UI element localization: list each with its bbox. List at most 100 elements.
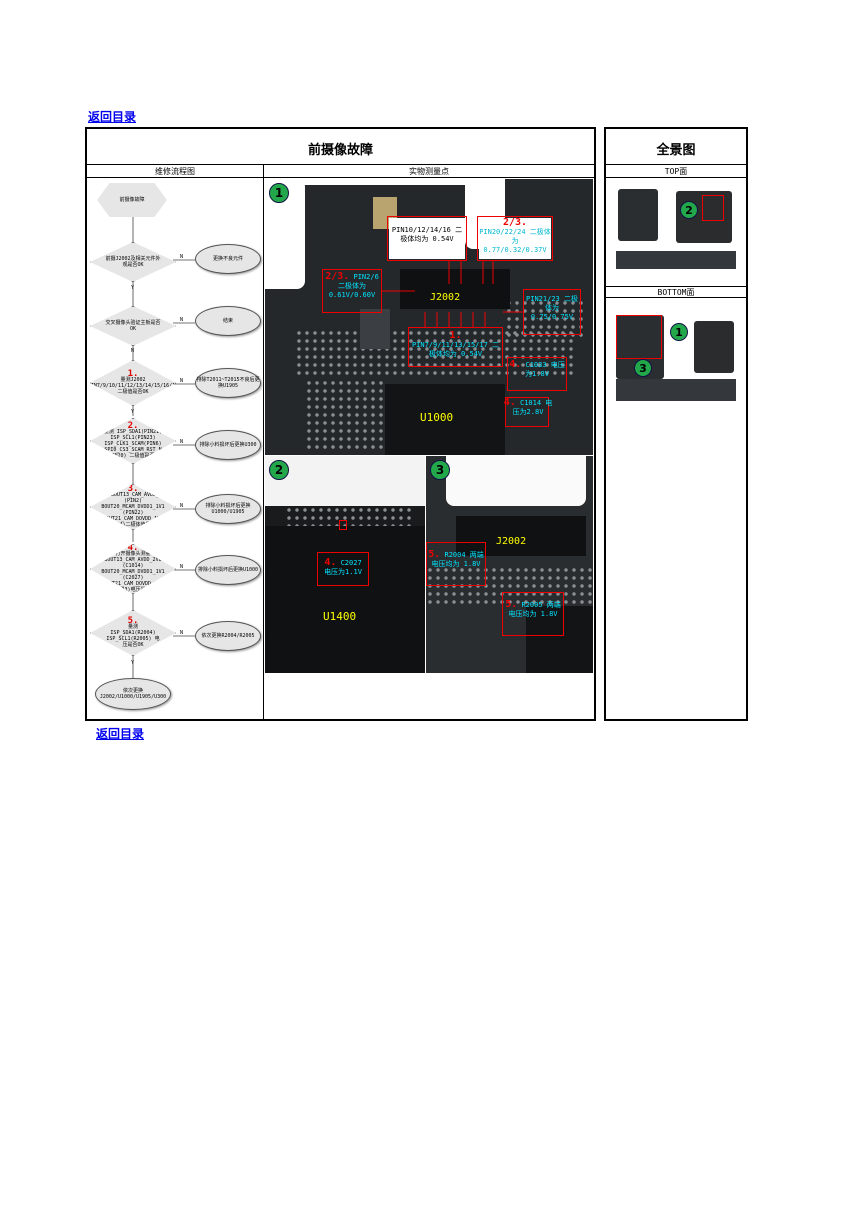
flow-no-label: N [180, 378, 184, 384]
callout-c1014-text: C1014 电压为2.8V [512, 399, 553, 416]
highlight-box [616, 315, 662, 359]
step-number: 4. [503, 397, 516, 408]
step-number: 4. [324, 557, 337, 568]
flow-action-2: 结束 [195, 306, 261, 336]
col-header-flow: 维修流程图 [155, 167, 195, 176]
step-number: 4. [509, 359, 522, 370]
flow-no-label: N [180, 254, 184, 260]
flow-yes-label: Y [131, 660, 135, 666]
divider [263, 164, 264, 719]
marker-2: 2 [269, 460, 289, 480]
flow-question-7-text: 量测 ISP_SDA1(R2004) ISP_SCL1(R2005) 电压是否O… [106, 624, 160, 648]
callout-c1033-text: C1033 电压为1.8V [525, 361, 565, 378]
flow-question-5-text: 量测 BOUT13_CAM_AVDD_2V8 (PIN2) BOUT20_MCA… [97, 492, 169, 528]
marker-1: 1 [269, 183, 289, 203]
main-panel: 前摄像故障 维修流程图 实物测量点 [85, 127, 596, 721]
page-title: 前摄像故障 [307, 143, 373, 158]
u1000-label: U1000 [420, 411, 454, 424]
callout-c2027-text: C2027 电压为1.1V [324, 559, 362, 576]
j2002-label: J2002 [430, 292, 461, 303]
callout-pin7-17: 1. PIN7/9/11/13/15/17 二极体均为 0.54V [410, 331, 501, 359]
callout-pin20-24: 2/3. PIN20/22/24 二极体为 0.77/0.32/0.37V [479, 218, 551, 259]
board-photo-3: 3 J2002 5. R2004 两端电压均为 1.8V 5. R2005 两端… [426, 456, 593, 673]
callout-box [408, 327, 503, 367]
marker-2: 2 [680, 201, 698, 219]
flow-action-6: 排除小料损坏后更换U1000 [195, 555, 261, 585]
callout-box [317, 552, 369, 586]
panorama-panel: 全景图 TOP面 2 BOTTOM面 1 3 [604, 127, 748, 721]
flow-no-label: N [180, 439, 184, 445]
flow-yes-label: Y [131, 409, 135, 415]
bottom-side-image: 1 3 [616, 315, 738, 407]
callout-r2005: 5. R2005 两端电压均为 1.8V [504, 600, 562, 619]
step-number: 2. [127, 421, 139, 431]
flow-action-4: 排除小料损坏后更换U300 [195, 430, 261, 460]
back-to-contents-link-bottom[interactable]: 返回目录 [96, 727, 145, 741]
callout-c1033: 4. C1033 电压为1.8V [509, 360, 565, 379]
flow-question-3-text: 量测J2002 PIN7/9/10/11/12/13/14/15/16/17二极… [87, 377, 179, 395]
flow-no-label: N [180, 564, 184, 570]
step-number: 1. [449, 330, 462, 341]
callout-box [507, 357, 567, 391]
flow-question-6-text: 打开摄像头测量 BOUT13_CAM_AVDD_2V8 (C1014) BOUT… [101, 551, 165, 593]
board-photo-2: 2 U1400 4. C2027 电压为1.1V [265, 456, 425, 673]
marker-1: 1 [670, 323, 688, 341]
flow-arrows [132, 216, 195, 678]
flow-start: 前摄像故障 [97, 183, 167, 217]
callout-r2004-text: R2004 两端电压均为 1.8V [431, 551, 484, 568]
callout-box [477, 216, 553, 261]
back-to-contents-link-top[interactable]: 返回目录 [88, 110, 137, 124]
divider [606, 297, 746, 298]
top-side-label: TOP面 [664, 167, 688, 176]
callout-pin7-17-text: PIN7/9/11/13/15/17 二极体均为 0.54V [411, 341, 500, 358]
callout-box [387, 216, 467, 261]
flowchart: 前摄像故障 前摄J2002及相关元件外观是否OK N Y 更换不良元件 交叉摄像… [87, 178, 263, 719]
callout-box [523, 289, 581, 335]
step-number: 5. [505, 599, 518, 610]
callout-pin2-6-text: PIN2/6 二极体为 0.61V/0.60V [328, 273, 379, 299]
board-photo-1: 1 J2002 U1000 PIN10/12/14/16 二极体均为 0.54V… [265, 179, 593, 455]
callout-pin20-24-text: PIN20/22/24 二极体为 0.77/0.32/0.37V [479, 228, 551, 254]
step-number: 1. [127, 369, 139, 379]
step-number: 5. [127, 616, 139, 626]
flow-no-label: N [180, 317, 184, 323]
divider [606, 164, 746, 165]
divider [87, 164, 594, 165]
callout-leader-lines [382, 261, 523, 327]
callout-box [426, 542, 486, 586]
flow-action-7: 依次更换R2004/R2005 [195, 621, 261, 651]
bottom-side-label: BOTTOM面 [657, 288, 695, 297]
callout-r2005-text: R2005 两端电压均为 1.8V [508, 601, 561, 618]
flow-action-1: 更换不良元件 [195, 244, 261, 274]
highlight-box [702, 195, 724, 221]
col-header-points: 实物测量点 [409, 167, 449, 176]
marker-3: 3 [634, 359, 652, 377]
j2002-label: J2002 [496, 536, 527, 547]
callout-pin2-6: 2/3. PIN2/6 二极体为 0.61V/0.60V [324, 272, 380, 300]
panorama-title: 全景图 [656, 143, 696, 158]
flow-action-3: 排除T2011~T2015不良后更换U1905 [195, 368, 261, 398]
callout-box [322, 269, 382, 313]
divider [87, 177, 594, 178]
callout-r2004: 5. R2004 两端电压均为 1.8V [428, 550, 484, 569]
flow-end: 依次更换 J2002/U1000/U1905/U300 [95, 678, 171, 710]
callout-box [339, 520, 347, 530]
flow-action-5: 排除小料损坏后更换U1000/U1905 [195, 494, 261, 524]
step-number: 4. [127, 543, 139, 553]
flow-yes-label: Y [131, 285, 135, 291]
flow-no-label: N [180, 630, 184, 636]
step-number: 2/3. [325, 271, 350, 282]
flow-no-label: N [180, 503, 184, 509]
marker-3: 3 [430, 460, 450, 480]
top-side-image: 2 [616, 187, 738, 272]
flow-question-4-text: 量测 ISP_SDA1(PIN21) ISP_SCL1(PIN23) ISP_C… [103, 429, 163, 459]
step-number: 2/3. [502, 217, 528, 228]
step-number: 3. [127, 484, 139, 494]
callout-box [502, 592, 564, 636]
callout-box [505, 397, 549, 427]
divider [606, 177, 746, 178]
callout-pin10-16: PIN10/12/14/16 二极体均为 0.54V [389, 218, 465, 259]
callout-c2027: 4. C2027 电压为1.1V [319, 558, 367, 577]
divider [606, 286, 746, 287]
step-number: 5. [428, 549, 441, 560]
